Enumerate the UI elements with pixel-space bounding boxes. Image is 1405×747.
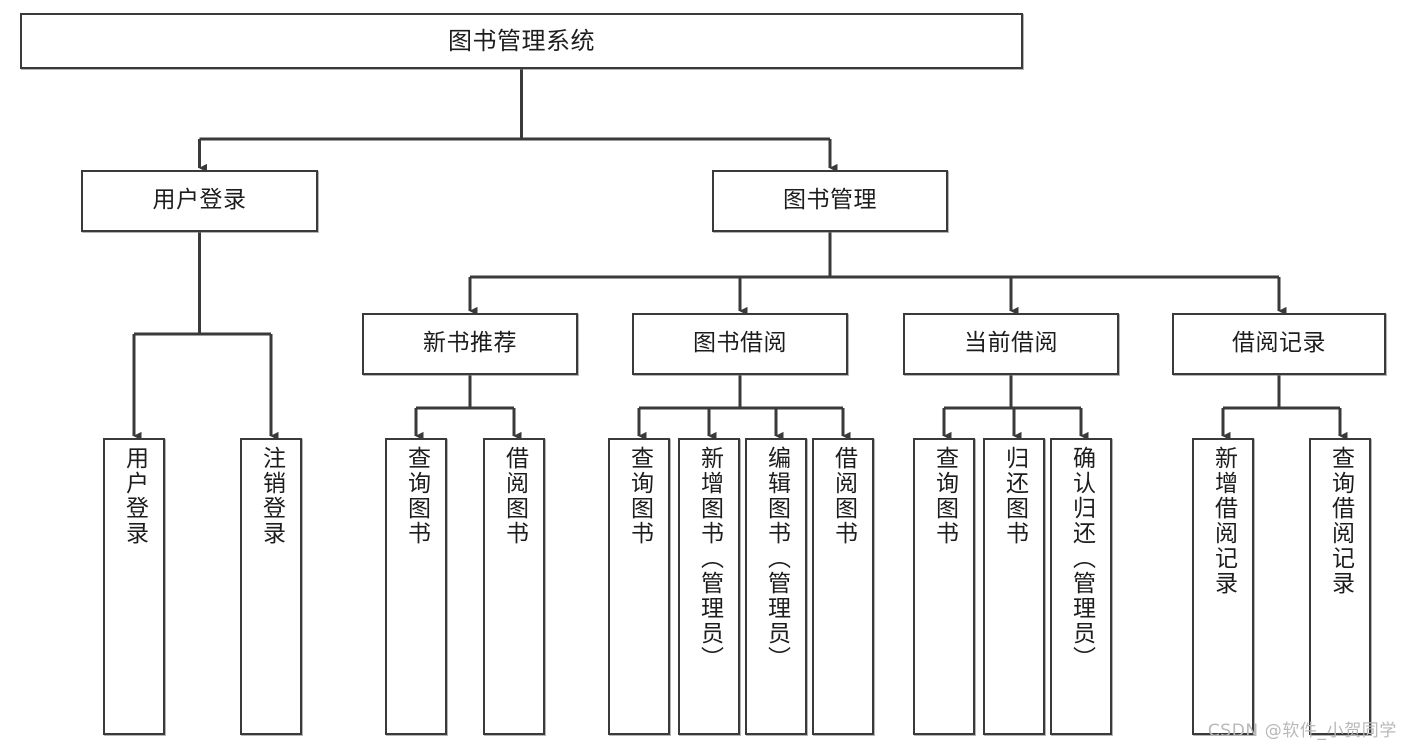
node-leaf-bor-4[interactable]: 借阅图书 <box>812 438 874 735</box>
node-leaf-new-1[interactable]: 查询图书 <box>385 438 447 735</box>
node-label: 归还图书 <box>1001 446 1028 546</box>
node-label: 查询图书 <box>403 446 430 546</box>
node-label: 图书管理 <box>783 187 877 214</box>
node-leaf-cur-1[interactable]: 查询图书 <box>913 438 975 735</box>
node-label: 查询图书 <box>931 446 958 546</box>
node-leaf-login-1[interactable]: 用户登录 <box>103 438 165 735</box>
node-login[interactable]: 用户登录 <box>81 170 318 232</box>
node-records[interactable]: 借阅记录 <box>1172 313 1386 375</box>
node-label: 新书推荐 <box>423 330 517 357</box>
node-label: 用户登录 <box>121 446 148 546</box>
node-label: 当前借阅 <box>964 330 1058 357</box>
node-label: 借阅记录 <box>1232 330 1326 357</box>
node-label: 查询借阅记录 <box>1327 446 1354 596</box>
node-label: 借阅图书 <box>501 446 528 546</box>
node-leaf-bor-3[interactable]: 编辑图书（管理员） <box>745 438 807 735</box>
node-label: 编辑图书（管理员） <box>763 446 790 671</box>
node-leaf-rec-1[interactable]: 新增借阅记录 <box>1192 438 1254 735</box>
node-label: 查询图书 <box>626 446 653 546</box>
node-label: 借阅图书 <box>830 446 857 546</box>
node-leaf-bor-2[interactable]: 新增图书（管理员） <box>678 438 740 735</box>
node-bookmgmt[interactable]: 图书管理 <box>712 170 948 232</box>
node-newbook[interactable]: 新书推荐 <box>362 313 578 375</box>
node-leaf-rec-2[interactable]: 查询借阅记录 <box>1309 438 1371 735</box>
node-leaf-new-2[interactable]: 借阅图书 <box>483 438 545 735</box>
node-leaf-bor-1[interactable]: 查询图书 <box>608 438 670 735</box>
node-label: 新增图书（管理员） <box>696 446 723 671</box>
node-label: 确认归还（管理员） <box>1068 446 1095 671</box>
node-label: 图书借阅 <box>693 330 787 357</box>
node-borrow[interactable]: 图书借阅 <box>632 313 848 375</box>
node-root[interactable]: 图书管理系统 <box>20 13 1023 69</box>
node-label: 图书管理系统 <box>448 26 595 55</box>
node-label: 注销登录 <box>258 446 285 546</box>
watermark-label: CSDN @软件_小贺同学 <box>1207 721 1397 741</box>
node-leaf-cur-3[interactable]: 确认归还（管理员） <box>1050 438 1112 735</box>
node-label: 用户登录 <box>152 187 247 214</box>
node-current[interactable]: 当前借阅 <box>903 313 1119 375</box>
node-leaf-login-2[interactable]: 注销登录 <box>240 438 302 735</box>
node-leaf-cur-2[interactable]: 归还图书 <box>983 438 1045 735</box>
node-label: 新增借阅记录 <box>1210 446 1237 596</box>
